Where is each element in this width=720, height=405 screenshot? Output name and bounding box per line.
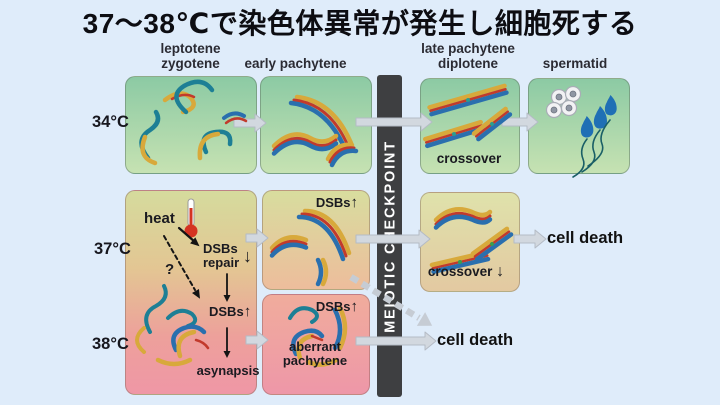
dsbs-up-label-38: DSBs↑ [298, 298, 358, 315]
asynapsis-label: asynapsis [196, 363, 260, 378]
dsbs-text: DSBs [315, 299, 351, 314]
page-title: 37〜38℃で染色体異常が発生し細胞死する [82, 8, 638, 39]
dsbs-text: DSBs [315, 195, 351, 210]
dsbs-repair-label: DSBs repair [203, 241, 240, 271]
panel-34-leptotene-zygotene [125, 76, 257, 174]
dsbs-repair-down-arrow: ↓ [243, 246, 252, 266]
temp-label-34c: 34°C [92, 113, 129, 131]
crossover-text: crossover [427, 264, 493, 279]
stage-header-spermatid: spermatid [542, 56, 608, 71]
panel-34-early-pachytene [260, 76, 372, 174]
temp-label-38c: 38°C [92, 335, 129, 353]
cell-death-38-label: cell death [437, 331, 514, 349]
aberrant-pachytene-label: aberrant pachytene [282, 339, 348, 369]
up-arrow-glyph: ↑ [350, 194, 359, 211]
crossover-34-label: crossover [436, 151, 502, 166]
panel-34-spermatid [528, 78, 630, 174]
crossover-37-label: crossover ↓ [414, 263, 518, 281]
cell-death-37-label: cell death [547, 229, 624, 247]
dsbs-text: DSBs [209, 304, 244, 319]
up-arrow-glyph: ↑ [243, 303, 252, 320]
dsbs-up-label-heat-panel: DSBs↑ [209, 303, 251, 320]
up-arrow-glyph: ↑ [350, 298, 359, 315]
stage-header-early-pachytene: early pachytene [244, 56, 347, 71]
stage-header-late-pachytene-diplotene: late pachytene diplotene [421, 41, 515, 72]
dsbs-up-label-37: DSBs↑ [298, 194, 358, 211]
temp-label-37c: 37°C [94, 240, 131, 258]
down-arrow-glyph: ↓ [496, 263, 505, 280]
stage-header-leptotene-zygotene: leptotene zygotene [160, 41, 221, 72]
question-mark-label: ? [165, 261, 175, 278]
meiotic-checkpoint-label: MEIOTIC CHECKPOINT [381, 139, 398, 333]
heat-label: heat [144, 210, 175, 227]
